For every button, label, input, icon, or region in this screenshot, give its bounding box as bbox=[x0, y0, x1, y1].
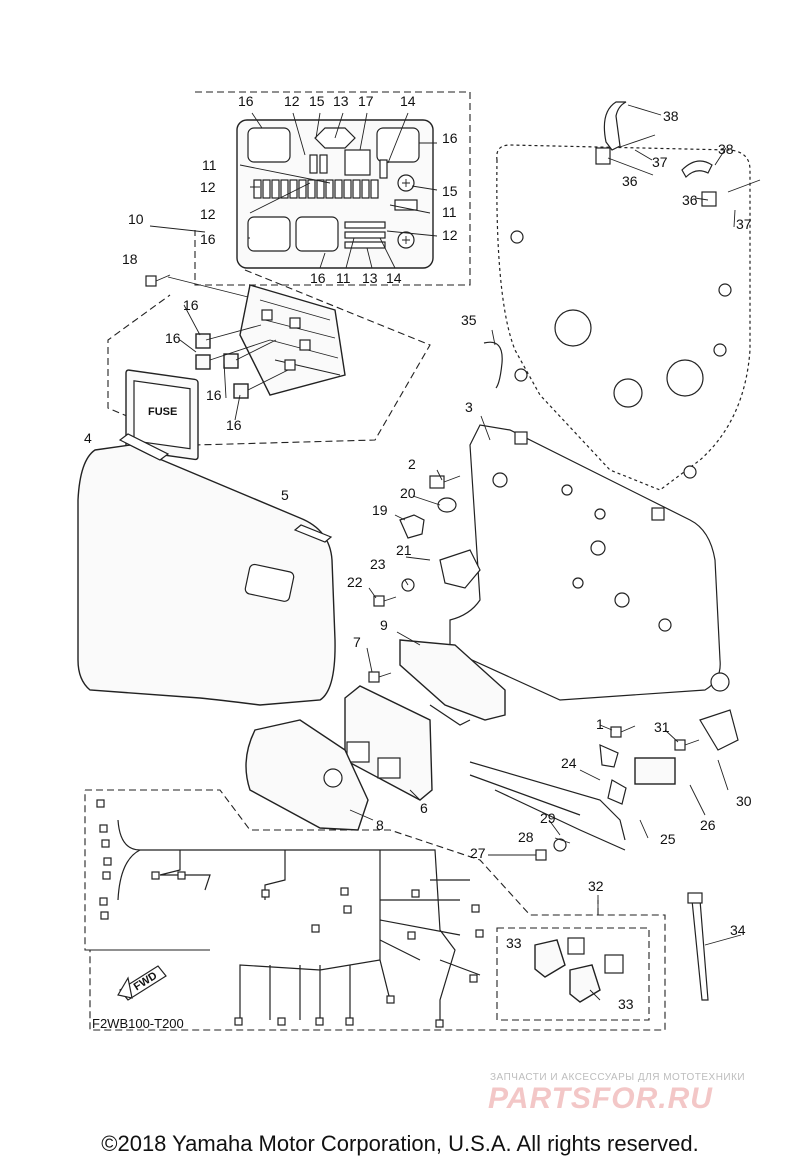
electrical-box-base bbox=[449, 424, 730, 701]
callout-33: 33 bbox=[506, 935, 522, 951]
callout-37: 37 bbox=[652, 154, 668, 170]
callout-35: 35 bbox=[461, 312, 477, 328]
watermark-tagline: ЗАПЧАСТИ И АКСЕССУАРЫ ДЛЯ МОТОТЕХНИКИ bbox=[490, 1072, 746, 1083]
callout-6: 6 bbox=[420, 800, 428, 816]
ecu-assembly bbox=[245, 639, 506, 831]
callout-3: 3 bbox=[465, 399, 473, 415]
callout-31: 31 bbox=[654, 719, 670, 735]
callout-14: 14 bbox=[400, 93, 416, 109]
callout-16: 16 bbox=[206, 387, 222, 403]
callout-14: 14 bbox=[386, 270, 402, 286]
callout-20: 20 bbox=[400, 485, 416, 501]
callout-11: 11 bbox=[442, 204, 457, 220]
callout-9: 9 bbox=[380, 617, 388, 633]
callout-21: 21 bbox=[396, 542, 412, 558]
callout-numbers: 16 12 15 13 17 14 16 11 12 15 12 11 10 1… bbox=[84, 93, 752, 1012]
fuse-box-detail bbox=[194, 91, 471, 286]
callout-25: 25 bbox=[660, 831, 676, 847]
callout-36: 36 bbox=[682, 192, 698, 208]
callout-28: 28 bbox=[518, 829, 534, 845]
callout-16: 16 bbox=[200, 231, 216, 247]
diagram-code: F2WB100-T200 bbox=[92, 1016, 184, 1031]
callout-12: 12 bbox=[284, 93, 300, 109]
callout-30: 30 bbox=[736, 793, 752, 809]
callout-7: 7 bbox=[353, 634, 361, 650]
callout-16: 16 bbox=[238, 93, 254, 109]
callout-4: 4 bbox=[84, 430, 92, 446]
callout-33: 33 bbox=[618, 996, 634, 1012]
callout-16: 16 bbox=[310, 270, 326, 286]
callout-11: 11 bbox=[336, 270, 351, 286]
fuse-cover-label: FUSE bbox=[148, 406, 177, 418]
callout-12: 12 bbox=[200, 179, 216, 195]
callout-22: 22 bbox=[347, 574, 363, 590]
callout-2: 2 bbox=[408, 456, 416, 472]
callout-32: 32 bbox=[588, 878, 604, 894]
callout-13: 13 bbox=[333, 93, 349, 109]
callout-24: 24 bbox=[561, 755, 577, 771]
copyright-notice: ©2018 Yamaha Motor Corporation, U.S.A. A… bbox=[101, 1131, 699, 1156]
relay-set bbox=[496, 900, 650, 1021]
callout-38: 38 bbox=[718, 141, 734, 157]
cover bbox=[77, 433, 336, 706]
callout-18: 18 bbox=[122, 251, 138, 267]
watermark-logo: PARTSFOR.RU bbox=[488, 1082, 713, 1115]
callout-15: 15 bbox=[442, 183, 458, 199]
callout-29: 29 bbox=[540, 810, 556, 826]
callout-13: 13 bbox=[362, 270, 378, 286]
fasteners bbox=[595, 101, 761, 1001]
callout-5: 5 bbox=[281, 487, 289, 503]
battery-cables bbox=[469, 744, 627, 851]
callout-27: 27 bbox=[470, 845, 486, 861]
back-plate bbox=[483, 144, 751, 491]
callout-12: 12 bbox=[442, 227, 458, 243]
callout-12: 12 bbox=[200, 206, 216, 222]
callout-16: 16 bbox=[165, 330, 181, 346]
fuse-box-exploded: FUSE bbox=[107, 269, 431, 461]
small-parts bbox=[145, 274, 739, 861]
callout-16: 16 bbox=[183, 297, 199, 313]
callout-37: 37 bbox=[736, 216, 752, 232]
callout-10: 10 bbox=[128, 211, 144, 227]
leader-lines bbox=[149, 104, 742, 1001]
callout-8: 8 bbox=[376, 817, 384, 833]
callout-16: 16 bbox=[442, 130, 458, 146]
callout-19: 19 bbox=[372, 502, 388, 518]
callout-34: 34 bbox=[730, 922, 746, 938]
callout-23: 23 bbox=[370, 556, 386, 572]
callout-17: 17 bbox=[358, 93, 374, 109]
callout-1: 1 bbox=[596, 716, 604, 732]
callout-26: 26 bbox=[700, 817, 716, 833]
callout-36: 36 bbox=[622, 173, 638, 189]
wire-harness: FWD bbox=[84, 789, 666, 1031]
callout-15: 15 bbox=[309, 93, 325, 109]
callout-38: 38 bbox=[663, 108, 679, 124]
callout-16: 16 bbox=[226, 417, 242, 433]
callout-11: 11 bbox=[202, 157, 217, 173]
